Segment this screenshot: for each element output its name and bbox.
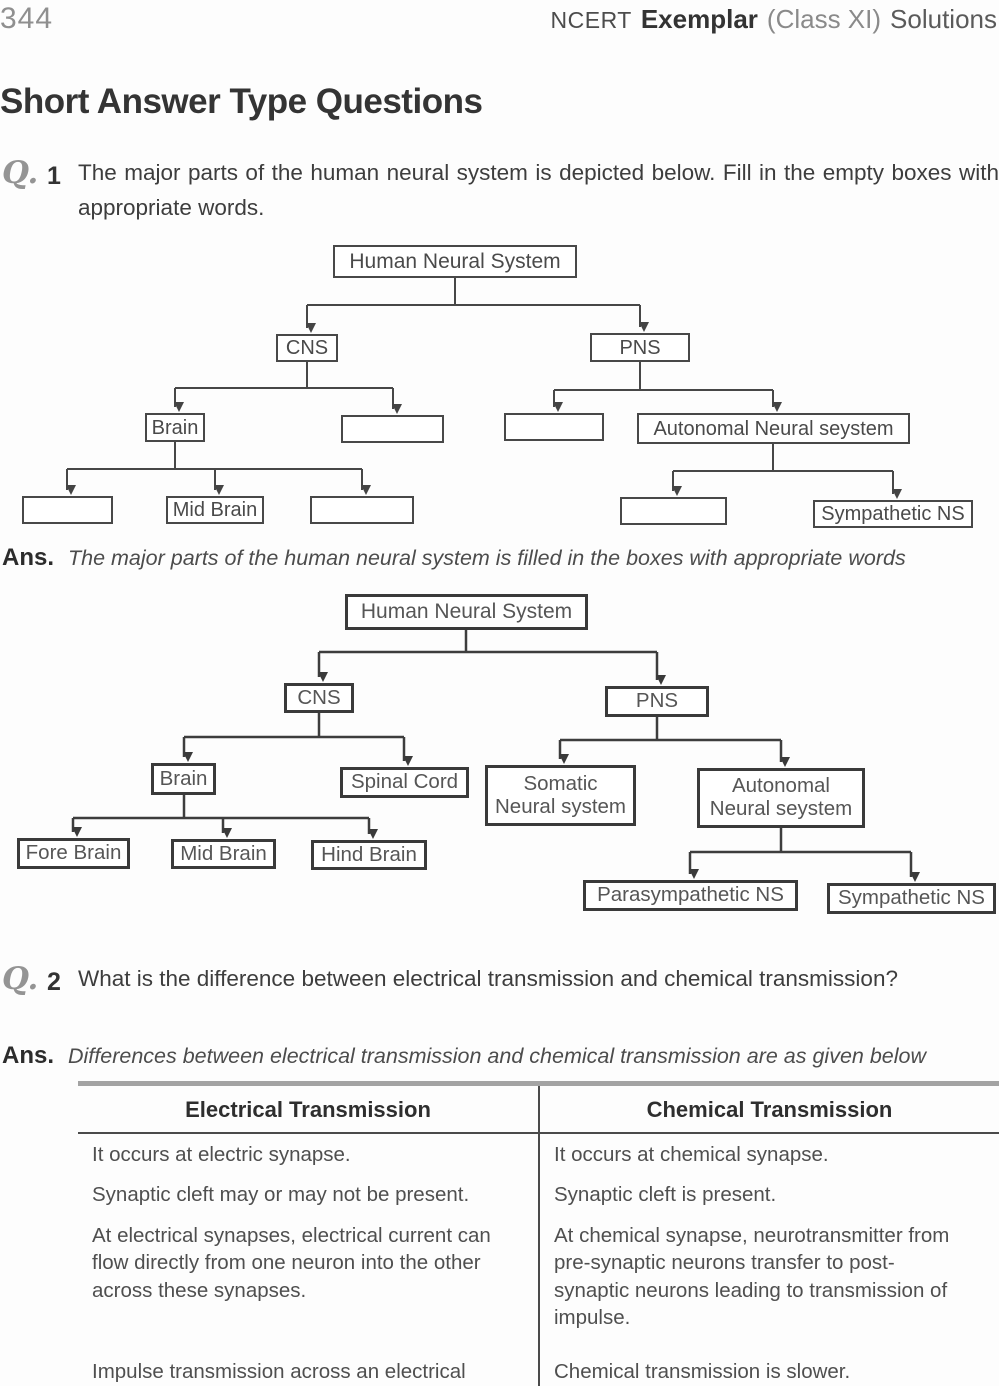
node-parasympathetic-ns: Parasympathetic NS [583,880,798,911]
node-brain: Brain [151,763,216,795]
node-blank-hind-brain [310,496,414,524]
answer-1-text: The major parts of the human neural syst… [68,546,906,570]
question-1-marker: Q. [2,155,39,191]
table-cell-text: At chemical synapse, neurotransmitter fr… [554,1223,950,1330]
book-title-solutions: Solutions [890,4,997,34]
node-fore-brain: Fore Brain [17,838,130,869]
question-1-number: 1 [47,162,61,190]
page-header: 344 NCERT Exemplar (Class XI) Solutions [0,2,997,36]
node-autonomal-neural-system: Autonomal Neural seystem [697,768,865,828]
table-header-row: Electrical Transmission Chemical Transmi… [78,1086,999,1134]
flowchart-question-connectors [66,278,902,499]
answer-1-label: Ans. [2,544,55,571]
node-mid-brain: Mid Brain [171,839,276,869]
flowchart-question: Human Neural System CNS PNS Brain Autono… [0,243,999,535]
answer-2: Ans. Differences between electrical tran… [2,1042,999,1070]
flowchart-answer-connectors [71,630,920,882]
table-header-electrical: Electrical Transmission [78,1086,540,1132]
node-brain: Brain [145,413,205,442]
table-cell: At chemical synapse, neurotransmitter fr… [540,1215,999,1338]
node-autonomal-line2: Neural seystem [709,797,853,820]
flowchart-answer: Human Neural System CNS PNS Brain Spinal… [0,590,999,925]
node-spinal-cord: Spinal Cord [340,767,469,798]
question-1: Q. 1 The major parts of the human neural… [2,156,999,226]
table-cell: It occurs at electric synapse. [78,1134,540,1175]
table-cell: Chemical transmission is slower. [554,1359,851,1383]
answer-2-text: Differences between electrical transmiss… [68,1044,927,1068]
question-2-number: 2 [47,968,61,996]
node-cns: CNS [284,683,354,713]
node-pns: PNS [605,686,709,717]
table-cell: It occurs at chemical synapse. [554,1143,829,1166]
node-human-neural-system: Human Neural System [333,245,577,278]
question-2-text: What is the difference between electrica… [78,966,898,991]
table-cell: Impulse transmission across an electrica… [78,1337,540,1386]
comparison-table: Electrical Transmission Chemical Transmi… [78,1081,999,1386]
node-pns: PNS [590,333,690,362]
node-human-neural-system: Human Neural System [345,594,588,630]
section-title: Short Answer Type Questions [0,82,483,121]
book-title-ncert: NCERT [550,7,632,33]
answer-2-label: Ans. [2,1042,55,1069]
table-header-chemical: Chemical Transmission [646,1097,893,1122]
node-sympathetic-ns: Sympathetic NS [827,883,996,914]
node-autonomal-line1: Autonomal [731,774,830,798]
book-title-class: (Class XI) [766,4,882,34]
book-title-exemplar: Exemplar [640,4,758,34]
table-row: Impulse transmission across an electrica… [78,1337,999,1386]
node-somatic-line1: Somatic [523,771,598,795]
table-row: Synaptic cleft may or may not be present… [78,1174,999,1215]
node-hind-brain: Hind Brain [311,840,427,870]
node-sympathetic-ns: Sympathetic NS [813,500,973,528]
page-number: 344 [0,2,54,35]
question-2: Q. 2 What is the difference between elec… [2,962,999,997]
table-cell-text: Impulse transmission across an electrica… [92,1359,466,1383]
table-cell: Synaptic cleft is present. [554,1183,777,1207]
table-cell: Synaptic cleft may or may not be present… [78,1174,540,1215]
table-row: It occurs at electric synapse. It occurs… [78,1134,999,1175]
table-row: At electrical synapses, electrical curre… [78,1214,999,1338]
question-1-text: The major parts of the human neural syst… [78,160,999,220]
node-blank-somatic [504,413,604,441]
node-blank-parasympathetic [620,497,727,525]
book-title: NCERT Exemplar (Class XI) Solutions [551,2,997,35]
node-autonomal-neural-system: Autonomal Neural seystem [637,413,910,444]
answer-1: Ans. The major parts of the human neural… [2,544,999,572]
node-somatic-neural-system: Somatic Neural system [485,765,636,826]
node-cns: CNS [276,334,338,362]
node-blank-fore-brain [22,496,113,524]
node-somatic-line2: Neural system [494,794,626,818]
question-2-marker: Q. [2,961,39,997]
table-cell-text: At electrical synapses, electrical curre… [92,1223,491,1302]
node-mid-brain: Mid Brain [166,496,264,524]
table-cell: At electrical synapses, electrical curre… [78,1214,540,1338]
node-blank-spinal-cord [341,415,444,443]
